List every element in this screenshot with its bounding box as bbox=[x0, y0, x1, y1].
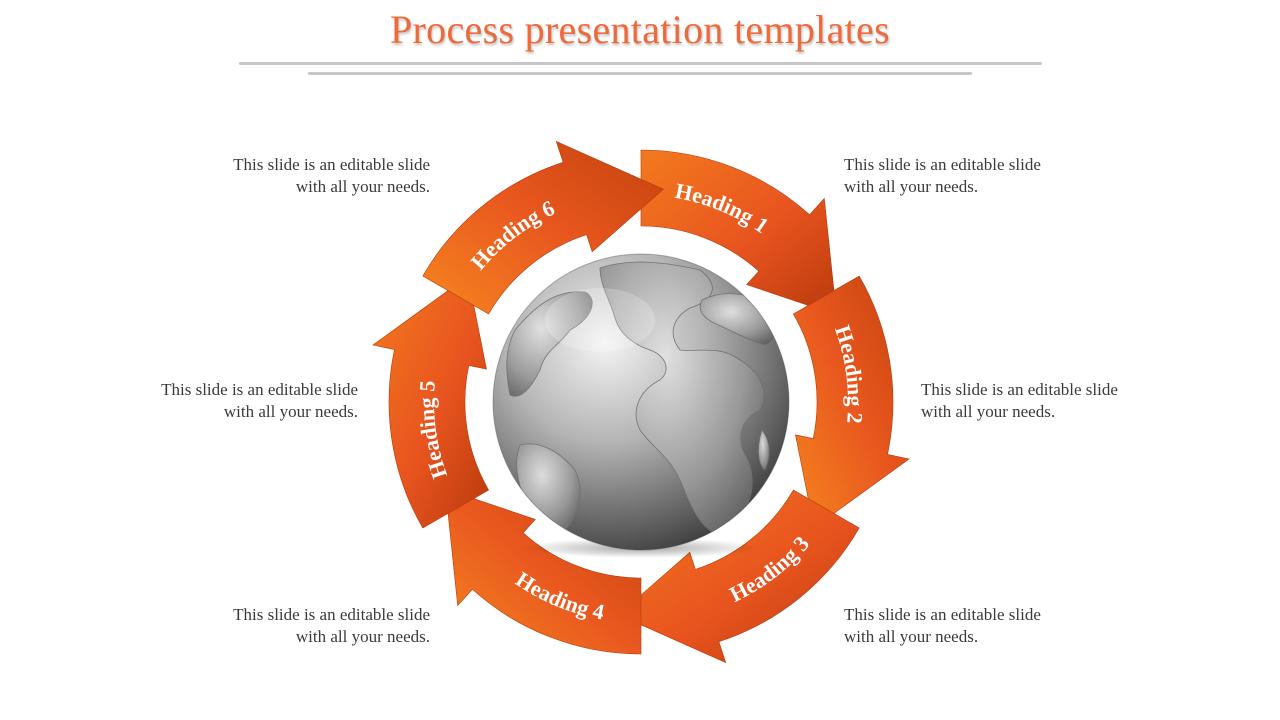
step-5-description-line2: with all your needs. bbox=[223, 402, 358, 421]
step-6-description-line1: This slide is an editable slide bbox=[233, 155, 430, 174]
globe-icon bbox=[492, 253, 790, 558]
cycle-arrow-1 bbox=[640, 149, 837, 316]
step-2-description-line2: with all your needs. bbox=[921, 402, 1056, 421]
title-divider-top bbox=[239, 62, 1042, 65]
step-2-description: This slide is an editable slide with all… bbox=[921, 379, 1118, 423]
step-5-description: This slide is an editable slide with all… bbox=[161, 379, 358, 423]
cycle-arrow-2 bbox=[792, 275, 910, 529]
step-5-description-line1: This slide is an editable slide bbox=[161, 380, 358, 399]
step-3-description-line2: with all your needs. bbox=[844, 627, 979, 646]
step-1-description-line1: This slide is an editable slide bbox=[844, 155, 1041, 174]
step-3-description: This slide is an editable slide with all… bbox=[844, 604, 1041, 648]
step-4-description: This slide is an editable slide with all… bbox=[233, 604, 430, 648]
title-divider-bottom bbox=[308, 72, 972, 75]
step-4-description-line2: with all your needs. bbox=[295, 627, 430, 646]
step-6-description: This slide is an editable slide with all… bbox=[233, 154, 430, 198]
cycle-arrow-6 bbox=[422, 140, 664, 315]
step-1-description: This slide is an editable slide with all… bbox=[844, 154, 1041, 198]
slide-title: Process presentation templates bbox=[390, 7, 890, 52]
step-3-description-line1: This slide is an editable slide bbox=[844, 605, 1041, 624]
step-4-description-line1: This slide is an editable slide bbox=[233, 605, 430, 624]
step-6-description-line2: with all your needs. bbox=[295, 177, 430, 196]
cycle-arrow-5 bbox=[372, 275, 490, 529]
step-2-description-line1: This slide is an editable slide bbox=[921, 380, 1118, 399]
step-1-description-line2: with all your needs. bbox=[844, 177, 979, 196]
cycle-arrow-4 bbox=[445, 488, 642, 655]
cycle-arrow-3 bbox=[618, 489, 860, 664]
